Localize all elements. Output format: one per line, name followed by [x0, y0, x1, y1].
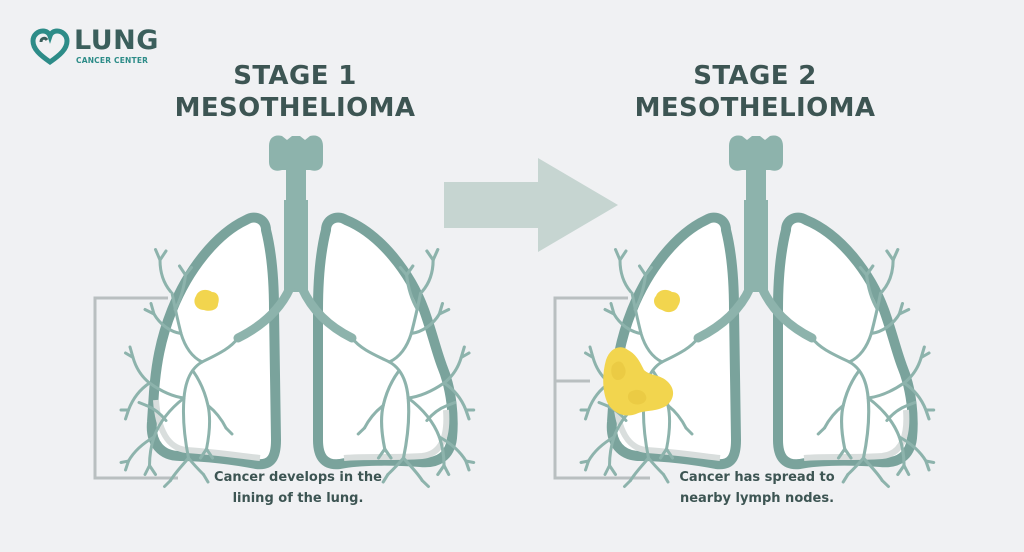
logo-wordmark: LUNG [74, 25, 159, 56]
stage1-caption-line2: lining of the lung. [232, 491, 364, 506]
stage2-caption: Cancer has spread to nearby lymph nodes. [627, 467, 887, 509]
stage2-lungs [581, 135, 934, 486]
stage2-title-line2: MESOTHELIOMA [634, 93, 876, 123]
stage1-title: STAGE 1 MESOTHELIOMA [115, 60, 475, 124]
stage2-caption-line1: Cancer has spread to [679, 470, 835, 485]
stage2-tumor-small [654, 289, 680, 313]
stage1-caption-line1: Cancer develops in the [214, 470, 382, 485]
progression-arrow [444, 158, 618, 252]
stage1-tumor [194, 289, 219, 311]
stage2-callout-lines [553, 296, 650, 480]
heart-logo-icon [30, 28, 70, 66]
brand-logo: LUNG CANCER CENTER [30, 26, 180, 70]
stage2-title-line1: STAGE 2 [693, 61, 817, 91]
stage1-title-line2: MESOTHELIOMA [174, 93, 416, 123]
stage2-caption-line2: nearby lymph nodes. [679, 491, 835, 506]
stage1-title-line1: STAGE 1 [233, 61, 357, 91]
stage2-title: STAGE 2 MESOTHELIOMA [575, 60, 935, 124]
stage1-caption: Cancer develops in the lining of the lun… [168, 467, 428, 509]
stage1-lungs [121, 135, 474, 486]
logo-subtitle: CANCER CENTER [76, 56, 149, 65]
stage1-callout-lines [93, 296, 178, 480]
